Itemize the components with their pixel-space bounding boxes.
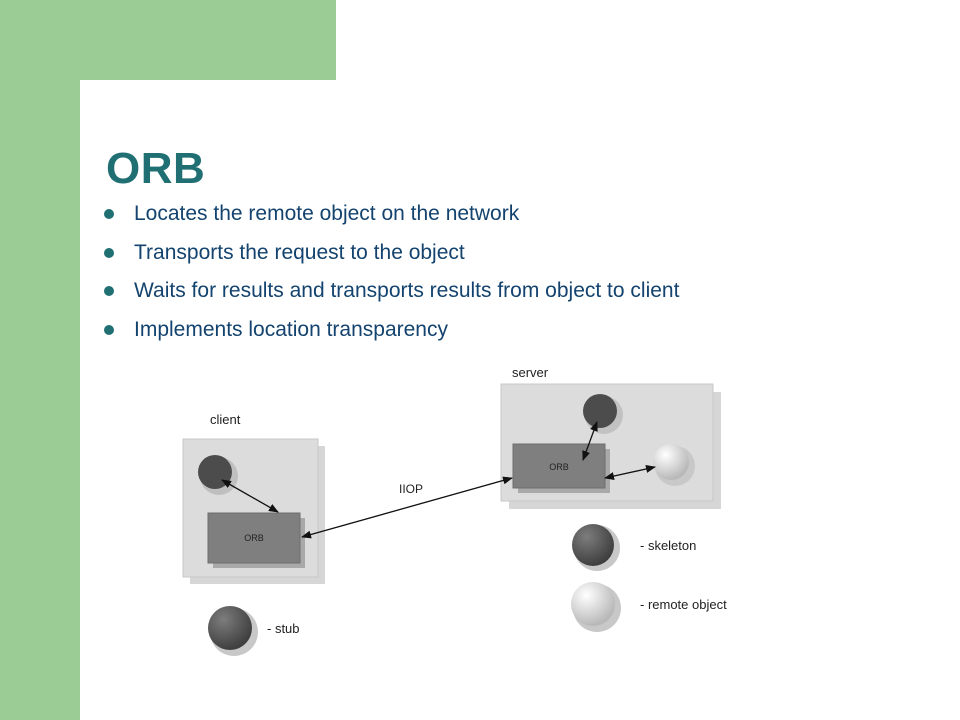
slide-title: ORB bbox=[106, 144, 206, 193]
bullet-dot-icon bbox=[104, 286, 114, 296]
client-orb-box bbox=[207, 512, 301, 564]
legend-stub-label: - stub bbox=[267, 621, 300, 636]
decorative-green-sidebar bbox=[0, 0, 80, 720]
bullet-item: Waits for results and transports results… bbox=[104, 277, 679, 316]
decorative-rounded-corner bbox=[80, 80, 336, 720]
bullet-item: Implements location transparency bbox=[104, 316, 679, 355]
bullet-dot-icon bbox=[104, 209, 114, 219]
bullet-dot-icon bbox=[104, 324, 114, 335]
client-label: client bbox=[210, 412, 241, 427]
bullet-text: Waits for results and transports results… bbox=[134, 279, 680, 302]
server-label: server bbox=[512, 365, 549, 380]
server-orb-label: ORB bbox=[549, 462, 569, 472]
legend-skeleton-label: - skeleton bbox=[640, 538, 696, 553]
legend-skeleton-icon bbox=[572, 524, 614, 566]
legend-remote-object-icon bbox=[571, 582, 615, 626]
orb-object-arrow bbox=[604, 465, 656, 480]
stub-orb-arrow bbox=[221, 479, 279, 513]
bullet-text: Implements location transparency bbox=[134, 317, 448, 341]
bullet-item: Locates the remote object on the network bbox=[104, 200, 679, 239]
server-skeleton-icon bbox=[583, 394, 617, 428]
decorative-green-top-band bbox=[80, 0, 336, 80]
client-stub-icon bbox=[198, 455, 232, 489]
bullet-item: Transports the request to the object bbox=[104, 239, 679, 278]
server-remote-object-icon bbox=[653, 444, 689, 480]
legend-remote-object-label: - remote object bbox=[640, 597, 727, 612]
legend-stub-icon bbox=[208, 606, 252, 650]
bullet-dot-icon bbox=[104, 247, 114, 258]
bullet-text: Locates the remote object on the network bbox=[134, 202, 520, 225]
bullet-text: Transports the request to the object bbox=[134, 240, 465, 264]
iiop-arrow bbox=[301, 476, 513, 539]
skeleton-orb-arrow bbox=[582, 421, 598, 461]
bullet-list: Locates the remote object on the network… bbox=[104, 200, 679, 354]
iiop-label: IIOP bbox=[399, 482, 423, 496]
client-orb-label: ORB bbox=[244, 533, 264, 543]
